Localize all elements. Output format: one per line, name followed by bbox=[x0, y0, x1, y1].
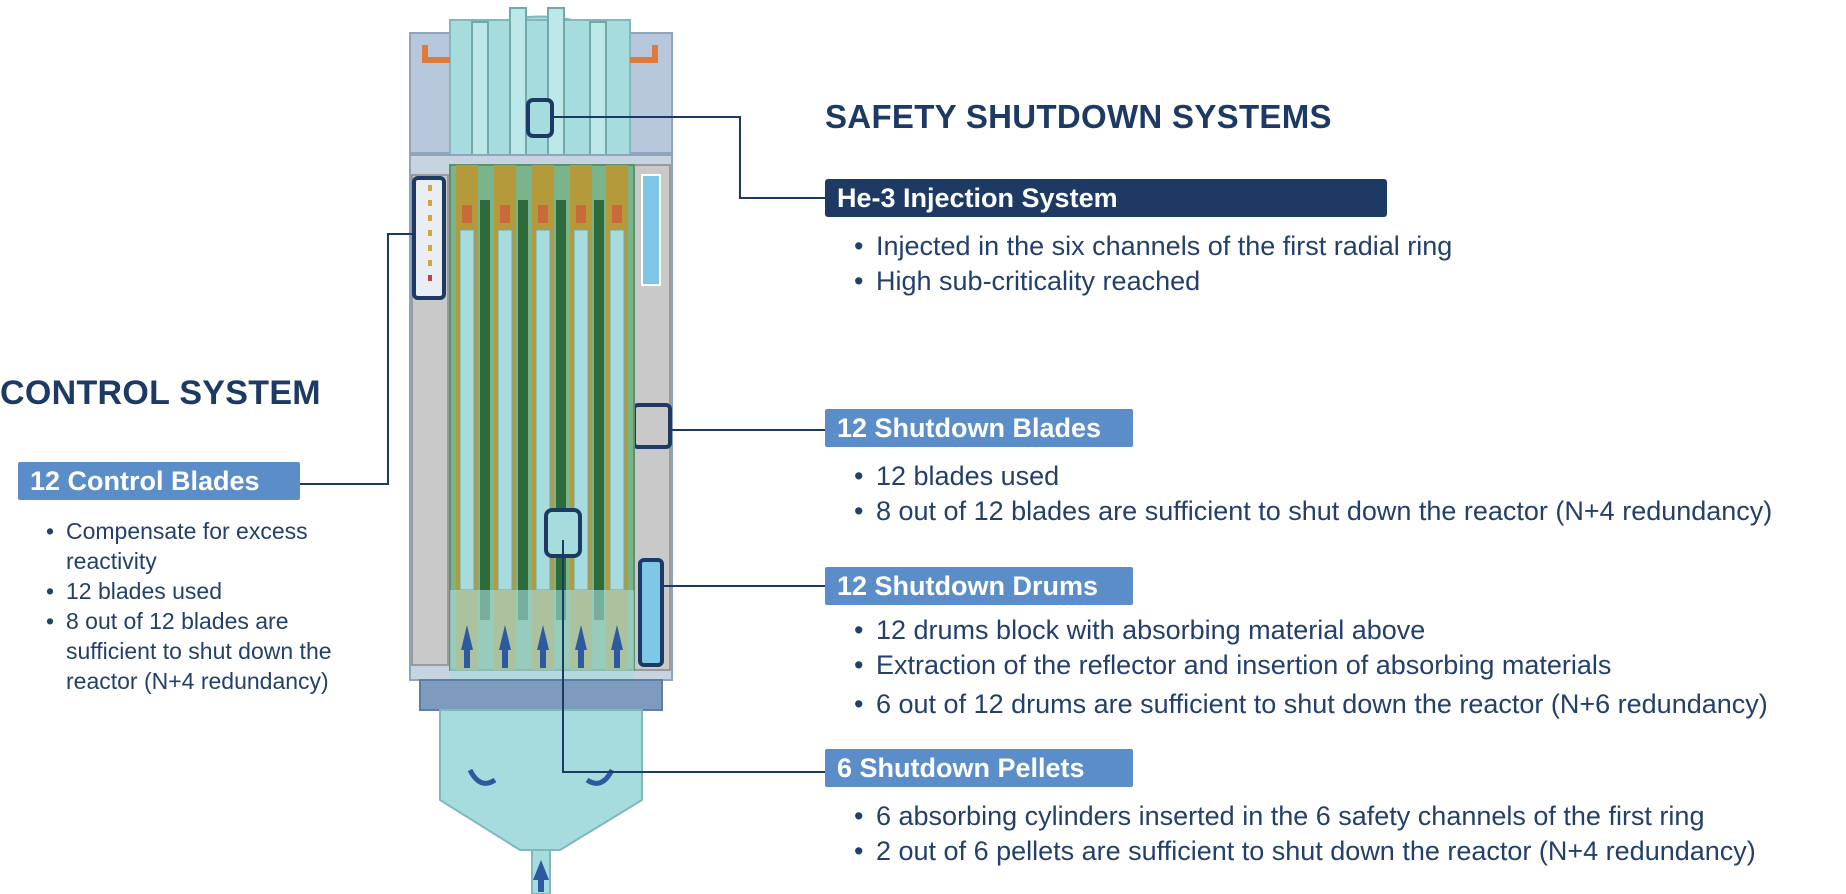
shutdown-pellets-bullets: 6 absorbing cylinders inserted in the 6 … bbox=[852, 799, 1756, 869]
control-title: CONTROL SYSTEM bbox=[0, 374, 321, 412]
core-support bbox=[419, 679, 663, 711]
shutdown-pellets-label: 6 Shutdown Pellets bbox=[825, 749, 1133, 787]
outlet-arrow-left bbox=[422, 45, 450, 63]
right-blade-upper bbox=[641, 174, 661, 286]
list-item: Extraction of the reflector and insertio… bbox=[852, 648, 1768, 683]
coolant-channels bbox=[459, 229, 625, 591]
list-item: 12 blades used bbox=[44, 576, 364, 606]
list-item: 8 out of 12 blades are sufficient to shu… bbox=[44, 606, 364, 696]
leader-control bbox=[300, 233, 414, 485]
he3-label: He-3 Injection System bbox=[825, 179, 1387, 217]
shutdown-drum bbox=[638, 558, 664, 667]
shutdown-drums-bullets: 12 drums block with absorbing material a… bbox=[852, 613, 1768, 722]
leader-he3 bbox=[554, 116, 825, 199]
list-item: 8 out of 12 blades are sufficient to shu… bbox=[852, 494, 1772, 529]
list-item: 12 blades used bbox=[852, 459, 1772, 494]
control-bullets: Compensate for excess reactivity 12 blad… bbox=[44, 516, 364, 696]
list-item: Injected in the six channels of the firs… bbox=[852, 229, 1452, 264]
outlet-arrow-right bbox=[630, 45, 658, 63]
shutdown-blade bbox=[632, 403, 672, 449]
inlet-arrows bbox=[461, 625, 623, 668]
upper-fuel-plugs bbox=[462, 205, 622, 223]
control-blades-label: 12 Control Blades bbox=[18, 462, 300, 500]
shutdown-blades-bullets: 12 blades used 8 out of 12 blades are su… bbox=[852, 459, 1772, 529]
list-item: 12 drums block with absorbing material a… bbox=[852, 613, 1768, 648]
shutdown-drums-label: 12 Shutdown Drums bbox=[825, 567, 1133, 605]
leader-pellets bbox=[562, 540, 825, 773]
list-item: 2 out of 6 pellets are sufficient to shu… bbox=[852, 834, 1756, 869]
lower-flow-right bbox=[585, 768, 615, 786]
shutdown-blades-label: 12 Shutdown Blades bbox=[825, 409, 1133, 447]
control-blade-marks bbox=[428, 185, 432, 281]
leader-lines bbox=[300, 116, 825, 773]
he3-injector bbox=[526, 98, 554, 138]
head-channels bbox=[471, 7, 607, 163]
list-item: High sub-criticality reached bbox=[852, 264, 1452, 299]
list-item: 6 out of 12 drums are sufficient to shut… bbox=[852, 687, 1768, 722]
control-blade bbox=[412, 176, 446, 300]
list-item: 6 absorbing cylinders inserted in the 6 … bbox=[852, 799, 1756, 834]
rods bbox=[480, 200, 604, 620]
lower-flow-left bbox=[467, 768, 497, 786]
lower-plenum bbox=[439, 709, 643, 851]
list-item: Compensate for excess reactivity bbox=[44, 516, 364, 576]
inlet-arrow bbox=[533, 860, 549, 880]
he3-bullets: Injected in the six channels of the firs… bbox=[852, 229, 1452, 299]
safety-title: SAFETY SHUTDOWN SYSTEMS bbox=[825, 98, 1332, 135]
